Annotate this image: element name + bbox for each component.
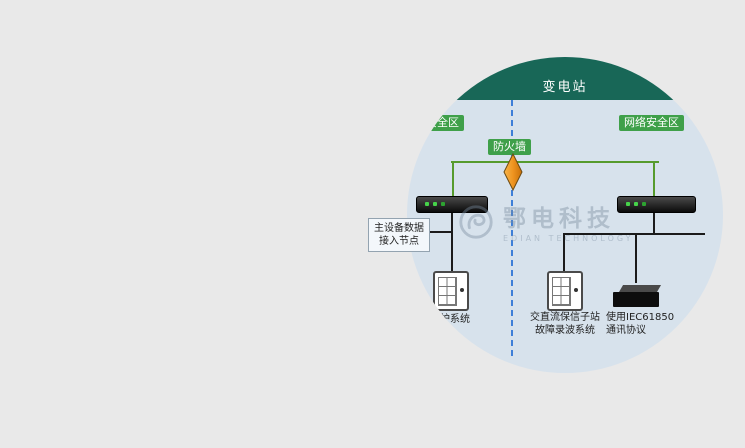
caption-iec61850: 使用IEC61850 通讯协议	[606, 311, 710, 337]
caption-iec61850-line2: 通讯协议	[606, 325, 646, 336]
caption-fault-recording: 交直流保信子站 故障录波系统	[513, 311, 617, 337]
zone-label-right: 网络安全区	[619, 115, 684, 131]
security-boundary-dashed-line	[511, 100, 513, 356]
caption-iec61850-line1: 使用IEC61850	[606, 312, 675, 323]
relay-panel-device-left	[433, 271, 469, 311]
connection-line	[563, 233, 565, 271]
network-bus-line	[451, 161, 659, 163]
relay-panel-knob	[460, 288, 464, 292]
connection-line	[653, 211, 655, 235]
watermark-cn-text: 鄂电科技	[503, 205, 615, 232]
watermark-en-text: EDIAN TECHNOLOGY	[503, 233, 634, 243]
connection-line	[563, 233, 705, 235]
firewall-icon	[502, 152, 524, 195]
node-label-line1: 主设备数据	[374, 223, 424, 234]
watermark-text: 鄂电科技 EDIAN TECHNOLOGY	[503, 206, 634, 243]
relay-panel-knob	[574, 288, 578, 292]
network-switch-device-left	[416, 196, 488, 213]
substation-title: 变电站	[542, 80, 588, 95]
connection-line	[451, 211, 453, 271]
watermark: 鄂电科技 EDIAN TECHNOLOGY	[457, 203, 634, 245]
caption-fault-recording-line2: 故障录波系统	[535, 325, 595, 336]
magnifier-circle: 变电站 网络安全区 网络安全区 防火墙	[407, 57, 723, 373]
connection-line	[424, 231, 453, 233]
node-label-box: 主设备数据 接入节点	[368, 218, 430, 252]
bus-drop-line-right	[653, 161, 655, 197]
zone-label-left: 网络安全区	[407, 115, 464, 131]
substation-header-bar: 变电站	[407, 57, 723, 100]
caption-fault-recording-line1: 交直流保信子站	[530, 312, 600, 323]
network-switch-device-right	[617, 196, 696, 213]
bus-drop-line-left	[452, 161, 454, 197]
connection-line	[635, 233, 637, 283]
recorder-top-face	[619, 285, 662, 292]
watermark-logo-icon	[457, 203, 495, 245]
switch-led-lights	[626, 202, 630, 206]
firewall-label: 防火墙	[488, 139, 531, 155]
switch-led-lights	[425, 202, 429, 206]
relay-panel-grid	[438, 277, 457, 306]
node-label-line2: 接入节点	[379, 236, 419, 247]
relay-panel-device-center	[547, 271, 583, 311]
relay-panel-grid	[552, 277, 571, 306]
caption-protection-system: 保护系统	[430, 314, 470, 325]
fault-recorder-device	[613, 285, 662, 307]
recorder-front-face	[613, 292, 659, 307]
